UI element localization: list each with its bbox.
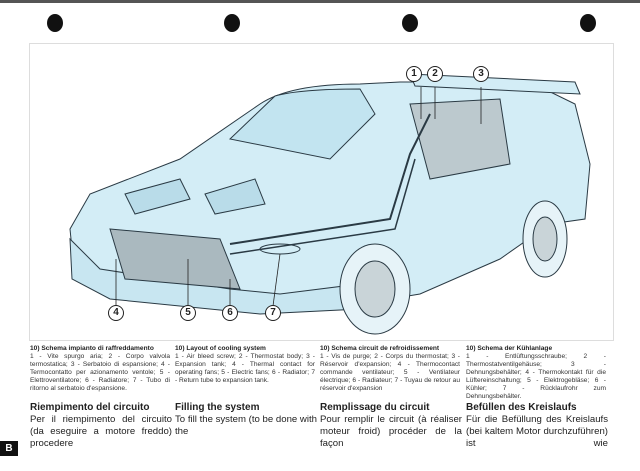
callout-3: 3 [473, 66, 489, 82]
callout-7: 7 [265, 305, 281, 321]
callout-5: 5 [180, 305, 196, 321]
callout-1: 1 [406, 66, 422, 82]
callout-2: 2 [427, 66, 443, 82]
callout-4: 4 [108, 305, 124, 321]
caption-title: 10) Schema circuit de refroidissement [320, 345, 440, 352]
binder-hole [224, 14, 240, 32]
caption-french: 10) Schema circuit de refroidissement 1 … [320, 345, 460, 393]
car-cutaway-drawing [69, 73, 591, 335]
section-body-italian: Per il riempimento del circuito (da eseg… [30, 414, 172, 449]
binder-hole [402, 14, 418, 32]
page-top-edge [0, 0, 640, 3]
caption-body: 1 - Vis de purge; 2 - Corps du thermosta… [320, 353, 460, 392]
section-title-french: Remplissage du circuit [320, 402, 430, 413]
caption-title: 10) Layout of cooling system [175, 345, 266, 352]
caption-title: 10) Schema der Kühlanlage [466, 345, 553, 352]
section-title-italian: Riempimento del circuito [30, 402, 150, 413]
caption-german: 10) Schema der Kühlanlage 1 - Entlüftung… [466, 345, 606, 401]
caption-english: 10) Layout of cooling system 1 - Air ble… [175, 345, 315, 385]
caption-title: 10) Schema impianto di raffreddamento [30, 345, 154, 352]
binder-hole [47, 14, 63, 32]
caption-body: 1 - Vite spurgo aria; 2 - Corpo valvola … [30, 353, 170, 392]
caption-body: 1 - Entlüftungsschraube; 2 - Thermostatv… [466, 353, 606, 400]
cooling-system-illustration: 1 2 3 4 5 6 7 [29, 43, 614, 341]
section-body-french: Pour remplir le circuit (à réaliser mote… [320, 414, 462, 449]
callout-6: 6 [222, 305, 238, 321]
section-title-german: Befüllen des Kreislaufs [466, 402, 577, 413]
section-title-english: Filling the system [175, 402, 260, 413]
caption-italian: 10) Schema impianto di raffreddamento 1 … [30, 345, 170, 393]
section-body-english: To fill the system (to be done with the [175, 414, 317, 437]
page-number: B 15 [0, 441, 18, 469]
section-body-german: Für die Befüllung des Kreislaufs (bei ka… [466, 414, 608, 449]
binder-hole [580, 14, 596, 32]
caption-body: 1 - Air bleed screw; 2 - Thermostat body… [175, 353, 315, 384]
